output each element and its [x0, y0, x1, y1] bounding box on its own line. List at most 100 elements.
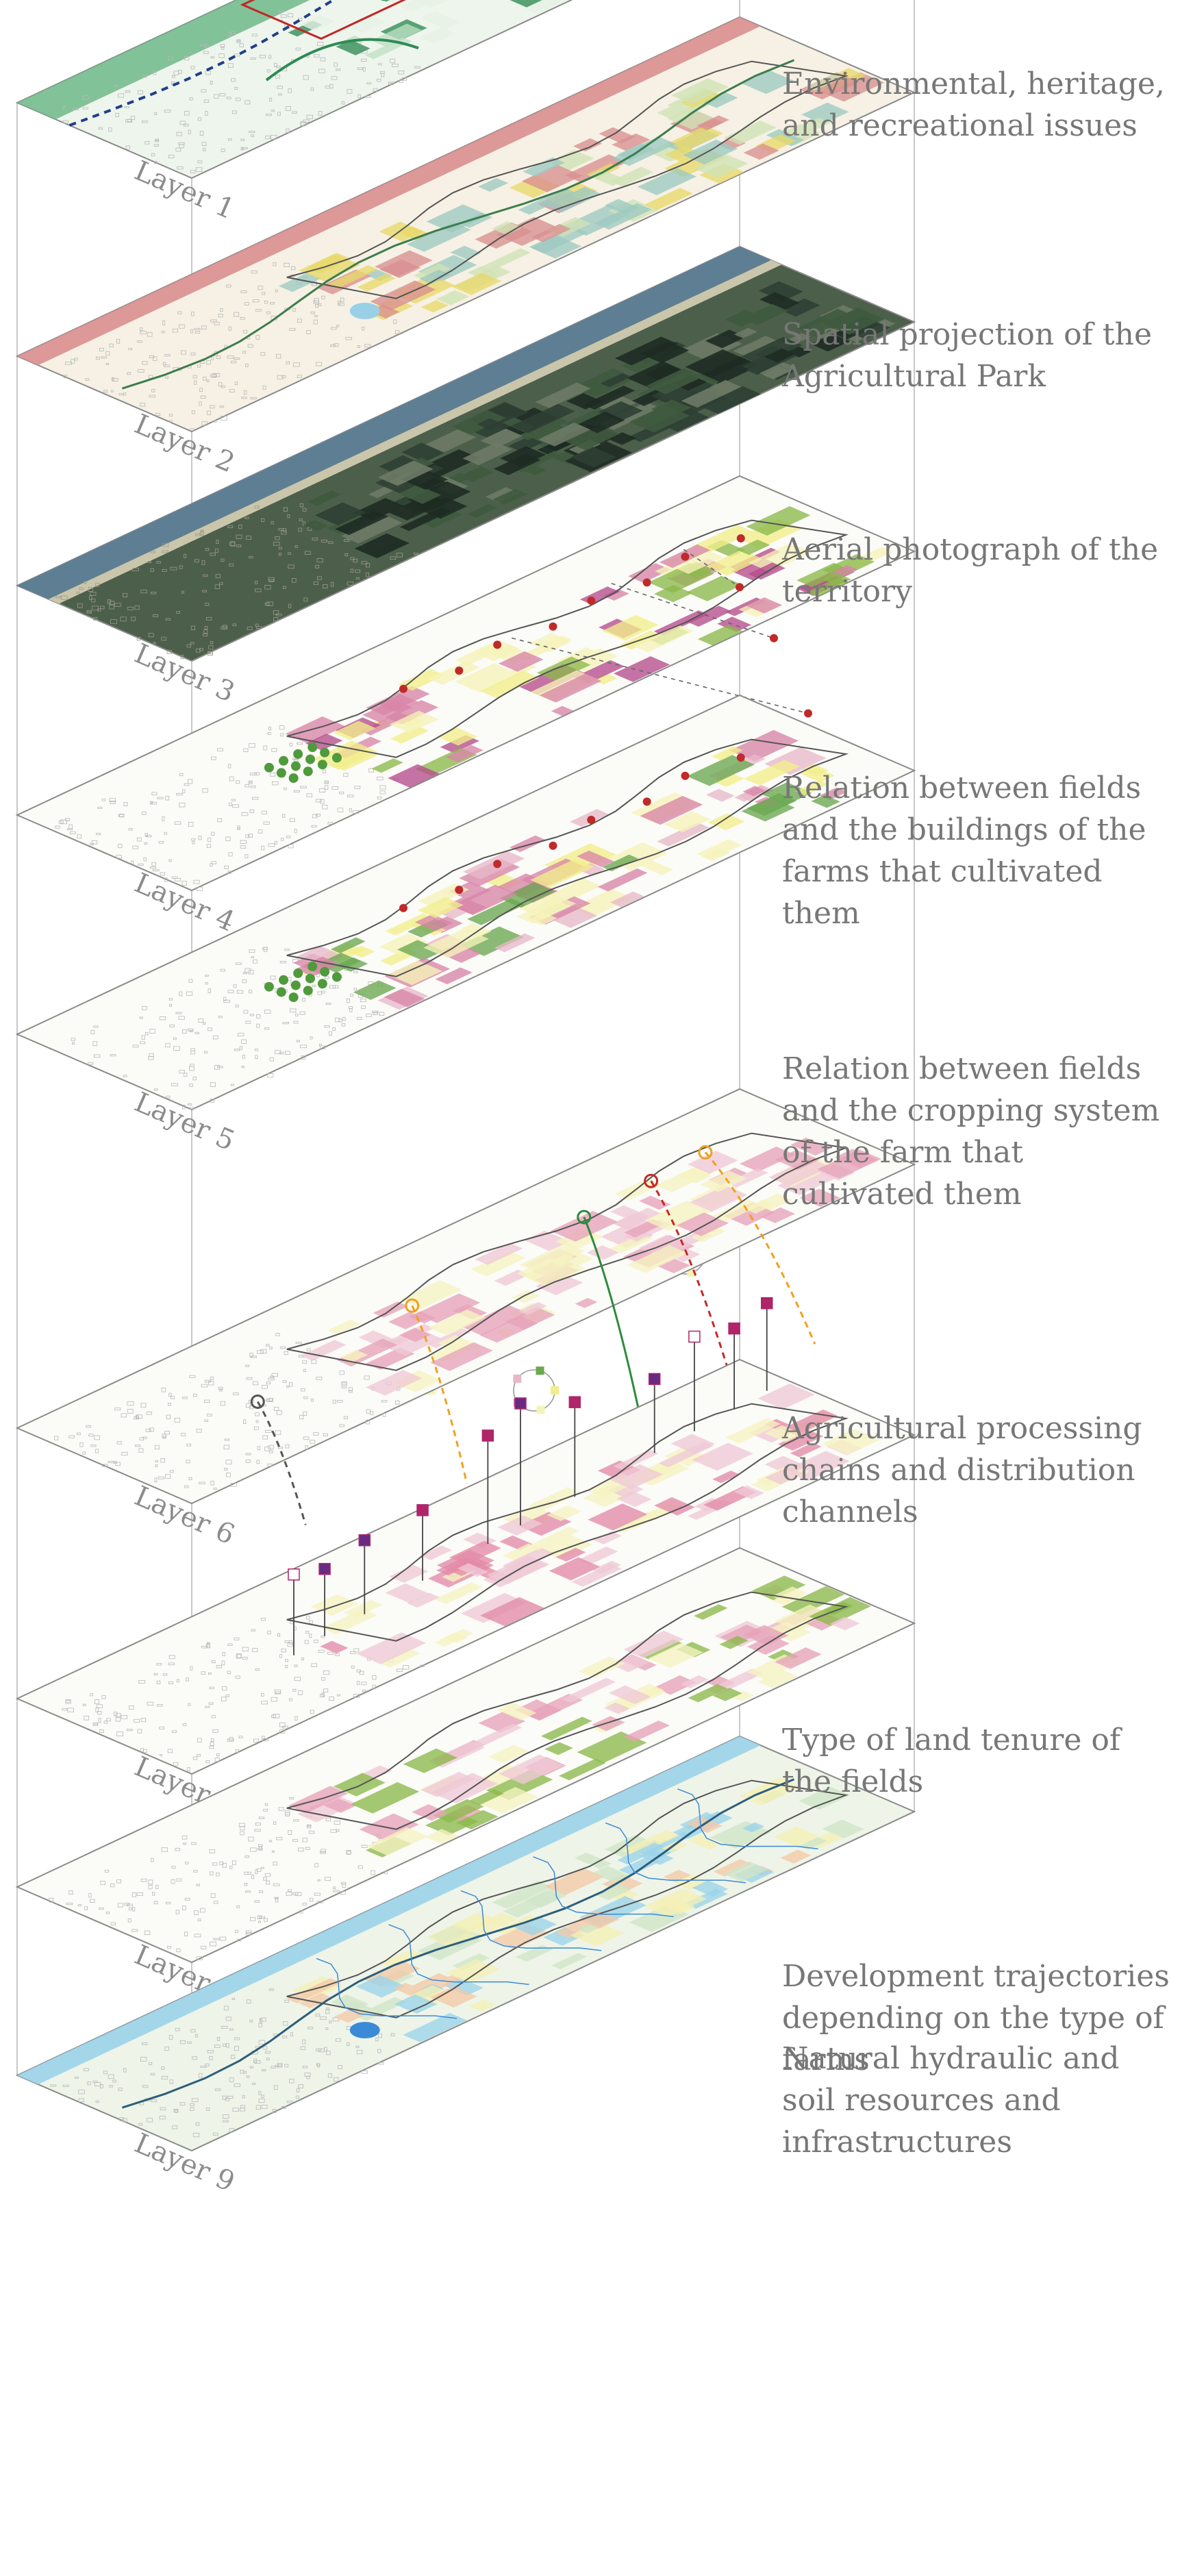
urban-block: [266, 1381, 271, 1385]
urban-block: [281, 1648, 286, 1653]
urban-block: [78, 2098, 84, 2103]
urban-block: [255, 334, 260, 340]
orchard-tree: [303, 766, 313, 777]
urban-block: [230, 360, 237, 364]
urban-block: [127, 1918, 131, 1923]
urban-block: [73, 108, 79, 110]
field-patch: [457, 1563, 488, 1577]
urban-block: [74, 2076, 79, 2079]
urban-block: [195, 2122, 200, 2126]
urban-block: [392, 64, 399, 68]
field-patch: [549, 1557, 601, 1581]
urban-block: [216, 355, 221, 360]
urban-block: [284, 949, 290, 951]
field-patch: [303, 520, 328, 532]
urban-block: [218, 382, 223, 387]
urban-block: [188, 1103, 192, 1105]
urban-block: [164, 1430, 170, 1435]
field-patch: [561, 1677, 616, 1703]
field-patch: [719, 1636, 749, 1649]
urban-block: [288, 552, 292, 555]
urban-block: [90, 842, 94, 846]
urban-block: [218, 53, 225, 58]
field-patch: [664, 1869, 691, 1882]
urban-block: [354, 786, 361, 789]
urban-block: [155, 1885, 159, 1889]
field-patch: [688, 1684, 728, 1703]
urban-block: [160, 1458, 165, 1463]
urban-block: [199, 131, 204, 136]
field-patch: [459, 926, 525, 956]
field-patch: [712, 1471, 740, 1484]
urban-block: [192, 1077, 197, 1081]
urban-block: [118, 844, 123, 849]
urban-block: [241, 147, 248, 149]
urban-block: [162, 550, 168, 553]
layer-7-plane: Layer 7: [15, 1297, 916, 1821]
urban-block: [79, 1442, 84, 1447]
urban-block: [353, 1648, 360, 1653]
urban-block: [261, 292, 266, 295]
urban-block: [341, 1386, 347, 1389]
urban-block: [336, 2038, 341, 2042]
urban-block: [184, 1931, 188, 1936]
field-patch: [301, 1340, 347, 1361]
urban-block: [220, 308, 223, 312]
urban-block: [207, 1642, 210, 1647]
urban-block: [138, 2123, 142, 2126]
urban-block: [328, 541, 334, 544]
urban-block: [92, 605, 99, 611]
urban-block: [348, 1006, 353, 1009]
urban-block: [175, 1847, 181, 1851]
field-patch: [403, 2012, 467, 2042]
urban-block: [201, 560, 205, 565]
urban-block: [171, 876, 178, 879]
urban-block: [314, 298, 319, 303]
urban-block: [208, 1381, 214, 1386]
urban-block: [361, 2071, 368, 2074]
urban-block: [214, 321, 220, 325]
urban-block: [303, 1396, 308, 1399]
urban-block: [151, 2099, 158, 2103]
field-patch: [762, 366, 790, 379]
urban-block: [182, 789, 186, 793]
urban-block: [289, 327, 296, 331]
urban-block: [136, 838, 142, 842]
urban-block: [258, 1816, 265, 1819]
urban-block: [267, 1630, 271, 1635]
urban-block: [98, 127, 103, 130]
urban-block: [227, 1738, 234, 1742]
urban-block: [210, 357, 214, 360]
urban-block: [255, 1420, 259, 1423]
urban-block: [190, 1051, 195, 1055]
urban-block: [262, 386, 266, 390]
urban-block: [302, 2066, 308, 2068]
urban-block: [259, 2018, 262, 2023]
urban-block: [127, 606, 134, 610]
field-patch: [523, 157, 565, 177]
urban-block: [218, 314, 223, 318]
orchard-tree: [276, 768, 286, 778]
urban-block: [149, 1053, 154, 1058]
field-patch: [771, 1586, 808, 1603]
urban-block: [286, 128, 290, 134]
field-patch: [406, 222, 471, 252]
field-patch: [780, 1849, 812, 1864]
urban-block: [234, 1929, 239, 1933]
urban-block: [170, 1396, 175, 1399]
urban-block: [216, 2036, 221, 2041]
urban-block: [168, 414, 173, 416]
field-patch: [449, 881, 491, 901]
urban-block: [224, 1467, 228, 1471]
urban-block: [264, 1918, 268, 1922]
field-patch: [677, 1168, 712, 1184]
urban-block: [199, 1481, 205, 1484]
field-patch: [466, 503, 498, 518]
urban-block: [263, 821, 270, 825]
urban-block: [212, 420, 217, 423]
urban-block: [281, 2106, 286, 2109]
urban-block: [135, 1414, 139, 1418]
urban-block: [286, 836, 291, 838]
urban-block: [200, 531, 204, 535]
urban-block: [250, 134, 255, 137]
